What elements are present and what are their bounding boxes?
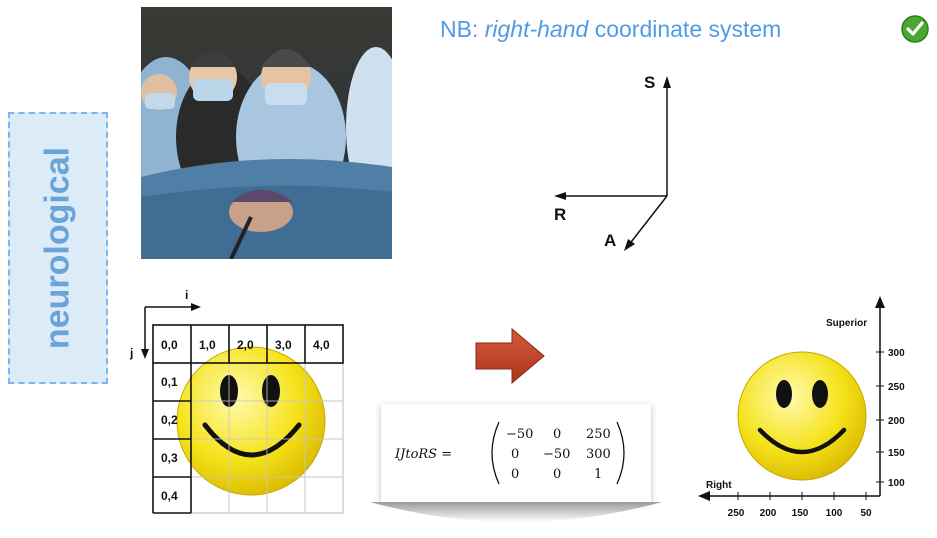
y-tick-label: 300 [888, 348, 905, 359]
grid-cell: 1,0 [199, 338, 216, 352]
matrix-lhs: IJtoRS = [394, 447, 452, 462]
ras-axes-diagram: S R A [554, 73, 671, 251]
transform-arrow-icon [475, 327, 545, 385]
smiley-face-grid [176, 346, 326, 496]
grid-cell: 0,4 [161, 489, 178, 503]
smiley-face-ras [737, 351, 867, 481]
ij-to-rs-matrix: IJtoRS = −50 0 250 0 −50 300 0 0 1 [394, 421, 625, 485]
grid-cell: 3,0 [275, 338, 292, 352]
axis-label-i: i [185, 288, 188, 302]
y-tick-label: 200 [888, 416, 905, 427]
x-tick-label: 150 [792, 508, 809, 519]
x-tick-label: 50 [860, 508, 872, 519]
side-label-box: neurological [8, 112, 108, 384]
grid-cell: 2,0 [237, 338, 254, 352]
side-label-text: neurological [38, 146, 77, 350]
ras-plot: Superior Right 300 250 200 150 100 250 2… [698, 296, 905, 519]
axis-label-s: S [644, 73, 655, 92]
coordinate-note: NB: right-hand coordinate system [440, 16, 781, 43]
grid-cell: 4,0 [313, 338, 330, 352]
superior-label: Superior [826, 318, 867, 329]
matrix-cell: 300 [586, 447, 611, 462]
ij-grid-diagram: i j 0,0 1,0 2,0 3,0 4 [129, 288, 344, 514]
anterior-axis [627, 195, 668, 247]
note-prefix: NB: [440, 16, 485, 42]
check-icon [901, 15, 929, 43]
matrix-cell: −50 [543, 447, 570, 462]
matrix-cell: 0 [553, 467, 561, 482]
y-tick-label: 250 [888, 382, 905, 393]
surgery-photo [141, 7, 392, 259]
x-tick-label: 200 [760, 508, 777, 519]
grid-cell: 0,2 [161, 413, 178, 427]
matrix-cell: −50 [506, 427, 533, 442]
axis-label-a: A [604, 231, 616, 250]
matrix-cell: 250 [586, 427, 611, 442]
x-tick-label: 250 [728, 508, 745, 519]
matrix-card: IJtoRS = −50 0 250 0 −50 300 0 0 1 [381, 404, 651, 502]
card-shadow [370, 502, 662, 522]
grid-cell: 0,3 [161, 451, 178, 465]
grid-cell: 0,1 [161, 375, 178, 389]
matrix-cell: 1 [594, 467, 602, 482]
right-label: Right [706, 480, 732, 491]
y-tick-label: 100 [888, 478, 905, 489]
y-tick-label: 150 [888, 448, 905, 459]
grid-cell: 0,0 [161, 338, 178, 352]
axis-label-j: j [129, 346, 133, 360]
matrix-cell: 0 [511, 447, 519, 462]
x-tick-label: 100 [826, 508, 843, 519]
note-suffix: coordinate system [588, 16, 782, 42]
axis-label-r: R [554, 205, 566, 224]
matrix-cell: 0 [511, 467, 519, 482]
matrix-cell: 0 [553, 427, 561, 442]
note-italic: right-hand [484, 16, 589, 42]
